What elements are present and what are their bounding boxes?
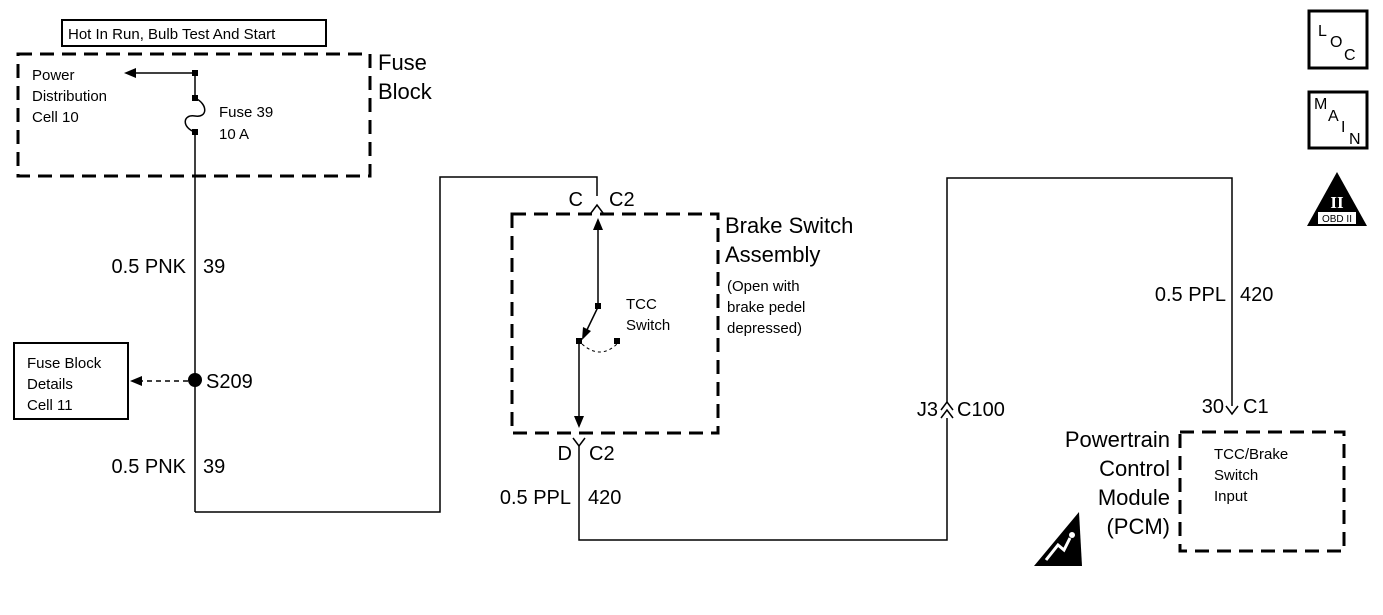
supply-label-box [61, 19, 327, 47]
power-distribution-ref-2: Distribution [32, 88, 107, 105]
brake-switch-note-3: depressed) [727, 320, 802, 337]
fuse-rating: 10 A [219, 126, 249, 143]
loc-icon-letter-1: L [1318, 23, 1327, 40]
connector-bottom-terminal: D [558, 443, 572, 465]
pcm-input-label-3: Input [1214, 488, 1248, 505]
power-distribution-ref: Power [32, 67, 75, 84]
fuse-block-name: Fuse [378, 50, 427, 75]
connector-bottom-id: C2 [589, 443, 615, 465]
main-icon-letter-4: N [1349, 131, 1361, 148]
pcm-input-label: TCC/Brake [1214, 446, 1288, 463]
tcc-switch-blade-arrowhead [582, 327, 591, 340]
obd-ii-caption: OBD II [1322, 214, 1352, 225]
brake-switch-note-2: brake pedel [727, 299, 805, 316]
fuse-name: Fuse 39 [219, 104, 273, 121]
supply-label: Hot In Run, Bulb Test And Start [68, 26, 276, 43]
fuse-block-outline [16, 52, 372, 178]
pcm-terminal: 30 [1202, 396, 1224, 418]
wire-pnk-39-to-brake-switch [195, 176, 598, 513]
fuse-symbol [184, 97, 206, 133]
wire-ppl-pcm-label: 0.5 PPL [1155, 284, 1226, 306]
connector-c100-symbol-lower [940, 408, 954, 419]
switch-contact-left [576, 338, 582, 344]
loc-icon-letter-3: C [1344, 47, 1356, 64]
switch-wire-bottom-arrowhead [574, 416, 584, 428]
power-distribution-ref-3: Cell 10 [32, 109, 79, 126]
main-icon[interactable]: M A I N [1307, 90, 1369, 150]
connector-c100-id: C100 [957, 399, 1005, 421]
brake-switch-name-2: Assembly [725, 242, 820, 267]
main-icon-letter-1: M [1314, 96, 1327, 113]
main-icon-letter-3: I [1341, 119, 1345, 136]
brake-switch-outline [510, 212, 720, 435]
wire-pnk-upper-circuit: 39 [203, 256, 225, 278]
pcm-input-label-2: Switch [1214, 467, 1258, 484]
loc-icon[interactable]: L O C [1307, 9, 1369, 70]
fuse-block-details-ref-2: Details [27, 376, 73, 393]
brake-switch-note: (Open with [727, 278, 800, 295]
switch-contact-top [595, 303, 601, 309]
power-ref-arrowhead [124, 68, 136, 78]
pcm-name-2: Control [1099, 456, 1170, 481]
splice-s209-dot [188, 373, 202, 387]
esd-warning-icon [1034, 512, 1082, 566]
fuse-block-details-ref-3: Cell 11 [27, 397, 73, 414]
tcc-switch-label-2: Switch [626, 317, 670, 334]
switch-wire-top-arrowhead [593, 218, 603, 230]
connector-top-terminal: C [569, 189, 583, 211]
wire-pnk-lower-circuit: 39 [203, 456, 225, 478]
fuse-terminal-top [192, 70, 198, 76]
brake-switch-name: Brake Switch [725, 213, 853, 238]
wire-ppl-brake-label: 0.5 PPL [500, 487, 571, 509]
switch-travel-arc [581, 343, 618, 353]
obd-ii-numeral: II [1330, 193, 1344, 212]
wire-ppl-pcm-circuit: 420 [1240, 284, 1273, 306]
connector-c100-terminal: J3 [917, 399, 938, 421]
pcm-name-3: Module [1098, 485, 1170, 510]
connector-c2-top-symbol [590, 203, 604, 214]
main-icon-letter-2: A [1328, 108, 1339, 125]
pcm-connector: C1 [1243, 396, 1269, 418]
wire-pnk-upper-label: 0.5 PNK [112, 256, 187, 278]
tcc-switch-label: TCC [626, 296, 657, 313]
pcm-outline [1178, 430, 1346, 553]
obd-ii-icon[interactable]: II OBD II [1307, 172, 1367, 226]
wire-ppl-420-pcm [946, 177, 1233, 402]
connector-c2-bottom-symbol [572, 437, 586, 448]
wire-ppl-brake-circuit: 420 [588, 487, 621, 509]
wire-ppl-420-brake [578, 418, 948, 541]
connector-c1-symbol [1225, 405, 1239, 416]
wire-pnk-lower-label: 0.5 PNK [112, 456, 187, 478]
splice-id: S209 [206, 371, 253, 393]
fuse-terminal-mid [192, 95, 198, 101]
fuse-block-details-ref: Fuse Block [27, 355, 102, 372]
fuse-block-name-2: Block [378, 79, 433, 104]
loc-icon-letter-2: O [1330, 34, 1342, 51]
switch-contact-right [614, 338, 620, 344]
pcm-name-4: (PCM) [1106, 514, 1170, 539]
splice-ref-arrowhead [130, 376, 142, 386]
pcm-name: Powertrain [1065, 427, 1170, 452]
connector-top-id: C2 [609, 189, 635, 211]
fuse-block-details-box [13, 342, 129, 420]
